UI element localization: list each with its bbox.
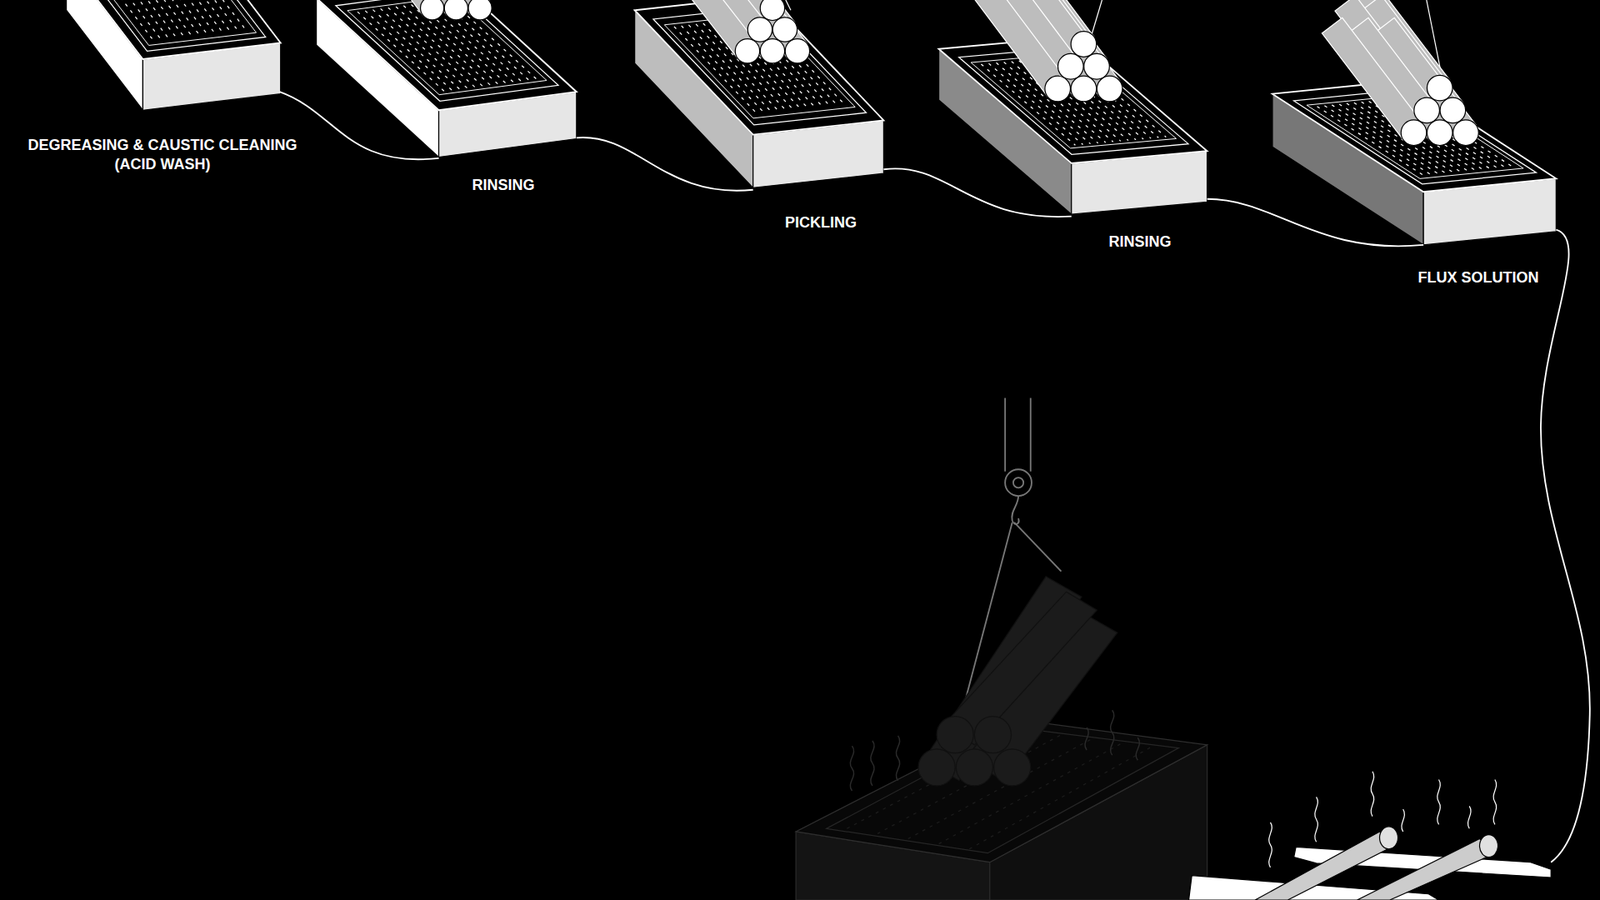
tank-rim bbox=[1306, 95, 1524, 180]
tank-grid bbox=[161, 0, 216, 35]
tank-grid bbox=[170, 0, 225, 35]
stage-label: RINSING bbox=[471, 175, 535, 195]
pipe-end bbox=[747, 17, 772, 42]
pipe-bundle bbox=[666, 0, 810, 64]
process-tank bbox=[316, 0, 577, 158]
pipe-end bbox=[760, 39, 785, 64]
tank-rim bbox=[653, 6, 867, 125]
tank-grid bbox=[108, 0, 163, 42]
drying-rack bbox=[1189, 771, 1552, 900]
tank-grid bbox=[146, 0, 201, 37]
stage-label: PICKLING bbox=[785, 213, 857, 233]
tank-grid bbox=[115, 0, 170, 41]
tank-top bbox=[316, 0, 577, 110]
pipe-end bbox=[785, 39, 810, 64]
pipe-end bbox=[1400, 120, 1427, 146]
tank-grid bbox=[154, 0, 209, 36]
pipe-end bbox=[1096, 75, 1123, 102]
pipe-end bbox=[1426, 75, 1453, 101]
stage-label: RINSING bbox=[1108, 232, 1171, 252]
hoist-rope bbox=[785, 0, 791, 10]
tank-rim bbox=[970, 53, 1176, 149]
tank-rim bbox=[959, 46, 1189, 155]
pipe-bundle bbox=[1321, 0, 1479, 145]
tank-grid bbox=[185, 0, 240, 33]
tank-grid bbox=[1398, 98, 1506, 168]
pipe-end bbox=[735, 39, 760, 64]
tank-rim bbox=[335, 0, 559, 101]
pipe-end bbox=[1426, 120, 1453, 146]
pipe-bundle bbox=[361, 0, 492, 20]
tank-grid bbox=[123, 0, 178, 40]
tank-top bbox=[66, 0, 281, 60]
pipe-end bbox=[1440, 97, 1466, 124]
tank-rim bbox=[664, 13, 855, 118]
pipe-end bbox=[1045, 75, 1071, 102]
tank-grid bbox=[177, 0, 232, 34]
zinc-bath bbox=[795, 576, 1207, 900]
tank-grid bbox=[365, 10, 452, 91]
tank-top bbox=[939, 36, 1208, 164]
tank-grid bbox=[395, 6, 483, 87]
tank-grid bbox=[372, 10, 460, 90]
process-tank bbox=[635, 0, 885, 188]
process-wire bbox=[280, 91, 1590, 900]
pipe-end bbox=[468, 0, 492, 20]
stage-label: FLUX SOLUTION bbox=[1418, 268, 1540, 288]
process-tank bbox=[66, 0, 281, 110]
tank-grid bbox=[380, 8, 468, 89]
pipe-end bbox=[444, 0, 468, 20]
tank-grid bbox=[100, 0, 155, 43]
stage-label: DEGREASING & CAUSTIC CLEANING (ACID WASH… bbox=[18, 135, 307, 175]
pipe-end bbox=[1084, 53, 1110, 80]
tank-rim bbox=[91, 0, 257, 45]
pipe-bundle bbox=[970, 0, 1123, 102]
tank-rim bbox=[347, 0, 547, 95]
pipe-end bbox=[1057, 53, 1084, 80]
pipe-end bbox=[1070, 31, 1097, 58]
process-tank bbox=[939, 36, 1208, 215]
tank-top bbox=[635, 0, 885, 135]
tank-grid bbox=[192, 0, 247, 32]
pipe-end bbox=[1414, 97, 1440, 124]
pipe-end bbox=[772, 17, 797, 42]
tank-rim bbox=[82, 0, 266, 51]
pipe-end bbox=[1453, 120, 1480, 146]
pipe-end bbox=[1070, 75, 1097, 102]
pipe-end bbox=[420, 0, 445, 20]
pipe-end bbox=[760, 0, 785, 20]
tank-grid bbox=[357, 11, 445, 92]
